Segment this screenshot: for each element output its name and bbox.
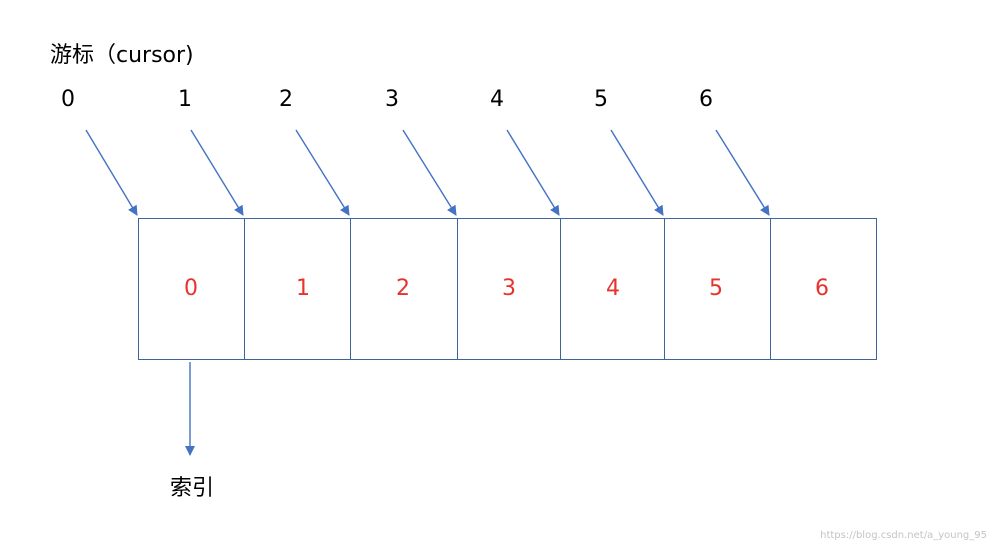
watermark: https://blog.csdn.net/a_young_95 [820,530,987,541]
cursor-label-6: 6 [699,87,713,112]
cell-value-3: 3 [502,276,516,301]
cursor-arrow-4 [506,129,560,216]
cursor-label-4: 4 [490,87,504,112]
array-cell-6 [770,218,877,360]
cell-value-0: 0 [184,276,198,301]
cell-value-2: 2 [396,276,410,301]
cursor-arrow-3 [402,129,457,216]
cursor-arrow-0 [85,129,138,216]
cursor-arrow-5 [610,129,664,216]
cursor-label-0: 0 [61,87,75,112]
cell-value-5: 5 [709,276,723,301]
cursor-arrow-1 [190,129,244,216]
cursor-arrow-2 [295,129,350,216]
cursor-label-1: 1 [178,87,192,112]
cell-value-1: 1 [296,276,310,301]
cursor-label-3: 3 [385,87,399,112]
cell-value-4: 4 [606,276,620,301]
cursor-label-2: 2 [279,87,293,112]
cell-value-6: 6 [815,276,829,301]
cursor-arrow-6 [715,129,770,216]
index-label: 索引 [170,476,215,501]
diagram-title: 游标（cursor) [50,43,194,68]
cursor-label-5: 5 [594,87,608,112]
